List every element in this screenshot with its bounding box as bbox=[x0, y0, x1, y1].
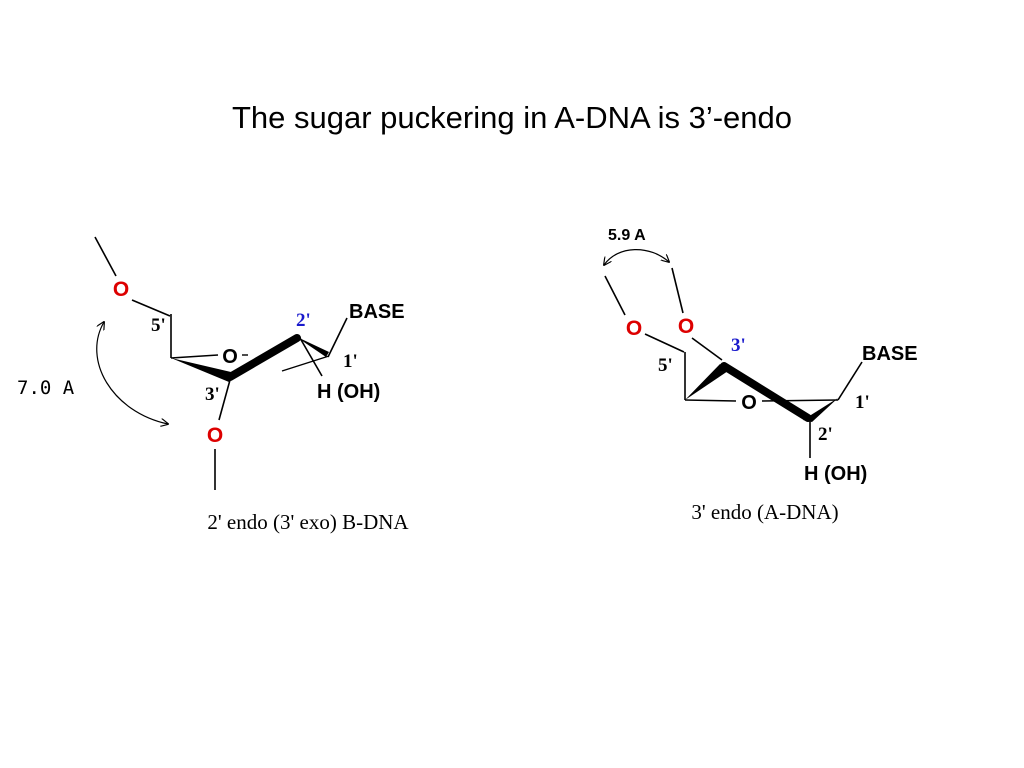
left-label-2prime: 2' bbox=[296, 310, 311, 331]
right-wedge-c1-c2 bbox=[803, 398, 838, 422]
left-wedge-c2-c1 bbox=[295, 336, 329, 357]
left-bond-o-c5 bbox=[131, 299, 171, 317]
slide-title: The sugar puckering in A-DNA is 3’-endo bbox=[231, 100, 792, 135]
left-base-label: BASE bbox=[349, 301, 405, 323]
left-distance-label: 7.0 A bbox=[17, 377, 75, 399]
right-caption: 3' endo (A-DNA) bbox=[691, 500, 838, 524]
right-label-3prime: 3' bbox=[731, 335, 746, 356]
right-bond-right-chain bbox=[671, 267, 684, 314]
right-label-2prime: 2' bbox=[818, 424, 833, 445]
right-bond-o-c3 bbox=[691, 337, 723, 361]
right-h-oh-label: H (OH) bbox=[804, 463, 867, 485]
left-bond-c1-hash bbox=[281, 355, 330, 372]
right-bond-c3-c2-bold bbox=[720, 362, 812, 422]
left-label-5prime: 5' bbox=[151, 315, 166, 336]
right-label-1prime: 1' bbox=[855, 392, 870, 413]
left-label-1prime: 1' bbox=[343, 351, 358, 372]
right-bond-o-c5 bbox=[644, 333, 685, 353]
left-oxygen-5prime: O bbox=[113, 278, 129, 301]
right-base-label: BASE bbox=[862, 343, 918, 365]
right-bond-left-chain bbox=[604, 275, 626, 316]
right-distance-label: 5.9 A bbox=[608, 227, 646, 244]
left-caption: 2' endo (3' exo) B-DNA bbox=[207, 510, 409, 534]
right-bond-c1-base bbox=[837, 361, 863, 401]
left-bond-top-chain bbox=[94, 236, 117, 277]
left-bond-c3-o bbox=[218, 379, 231, 421]
right-bond-oring-c1 bbox=[761, 399, 839, 402]
right-ring-oxygen: O bbox=[741, 392, 757, 414]
left-label-3prime: 3' bbox=[205, 384, 220, 405]
left-bond-c3-c2-bold bbox=[226, 334, 301, 381]
left-distance-arrow bbox=[96, 322, 168, 424]
right-oxygen-3prime: O bbox=[678, 315, 694, 338]
right-bond-c4-oring bbox=[684, 399, 737, 402]
right-wedge-c4-c3 bbox=[685, 364, 728, 400]
left-bond-c2-h bbox=[299, 337, 323, 377]
right-oxygen-5prime: O bbox=[626, 317, 642, 340]
left-wedge-c4-c3 bbox=[171, 358, 231, 382]
right-label-5prime: 5' bbox=[658, 355, 673, 376]
left-h-oh-label: H (OH) bbox=[317, 381, 380, 403]
left-ring-oxygen: O bbox=[222, 346, 238, 368]
left-bond-c1-base bbox=[327, 317, 348, 358]
right-structure: O O O 5' 3' 1' 2' BASE H (OH) 5.9 A 3' e… bbox=[604, 227, 918, 524]
left-oxygen-3prime: O bbox=[207, 424, 223, 447]
right-distance-arrow bbox=[604, 249, 669, 265]
left-bond-c4-oring bbox=[170, 354, 219, 359]
left-structure: O O O 5' 2' 1' 3' BASE H (OH) 7.0 A 2' e… bbox=[17, 236, 409, 534]
